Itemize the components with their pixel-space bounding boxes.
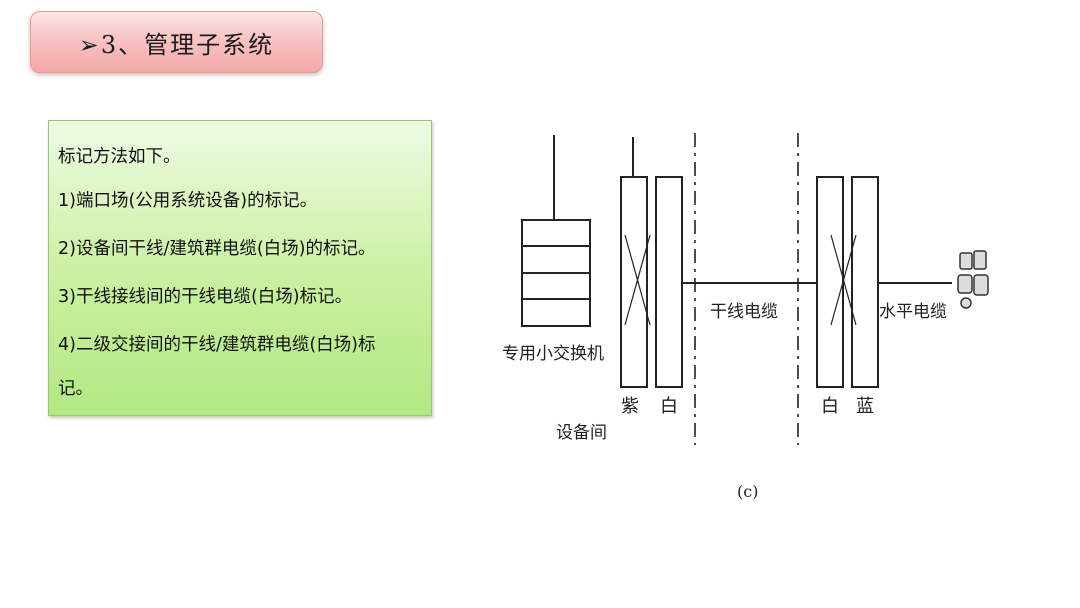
field-blue-label: 蓝: [856, 396, 874, 417]
paragraph-item-4: 4)二级交接间的干线/建筑群电缆(白场)标: [58, 335, 376, 355]
title-banner: ➢3、管理子系统: [30, 11, 323, 73]
telephone-terminals-icon: [957, 250, 989, 309]
diagram-caption: (c): [737, 482, 758, 501]
room-boundary-lines: [694, 133, 799, 445]
pbx-switch-icon: [521, 135, 591, 327]
switch-label: 专用小交换机: [502, 344, 604, 364]
field-purple-label: 紫: [621, 396, 639, 417]
paragraph-intro: 标记方法如下。: [58, 147, 181, 167]
left-cross-connect: [620, 137, 683, 388]
field-white-label-right: 白: [821, 396, 839, 417]
content-text-box: 标记方法如下。 1)端口场(公用系统设备)的标记。 2)设备间干线/建筑群电缆(…: [48, 120, 432, 416]
right-cross-connect: [816, 176, 879, 388]
equipment-room-label: 设备间: [556, 423, 607, 443]
paragraph-item-1: 1)端口场(公用系统设备)的标记。: [58, 191, 318, 211]
slide-title: ➢3、管理子系统: [78, 30, 275, 59]
paragraph-item-2: 2)设备间干线/建筑群电缆(白场)的标记。: [58, 239, 376, 259]
trunk-cable-label: 干线电缆: [710, 302, 778, 322]
paragraph-item-4-continued: 记。: [58, 379, 93, 399]
horizontal-cable-label: 水平电缆: [879, 302, 947, 322]
cabling-diagram: 专用小交换机 紫 白 设备间 干线电缆 白 蓝 水: [502, 133, 989, 501]
paragraph-item-3: 3)干线接线间的干线电缆(白场)标记。: [58, 287, 353, 307]
field-white-label-left: 白: [660, 396, 678, 417]
